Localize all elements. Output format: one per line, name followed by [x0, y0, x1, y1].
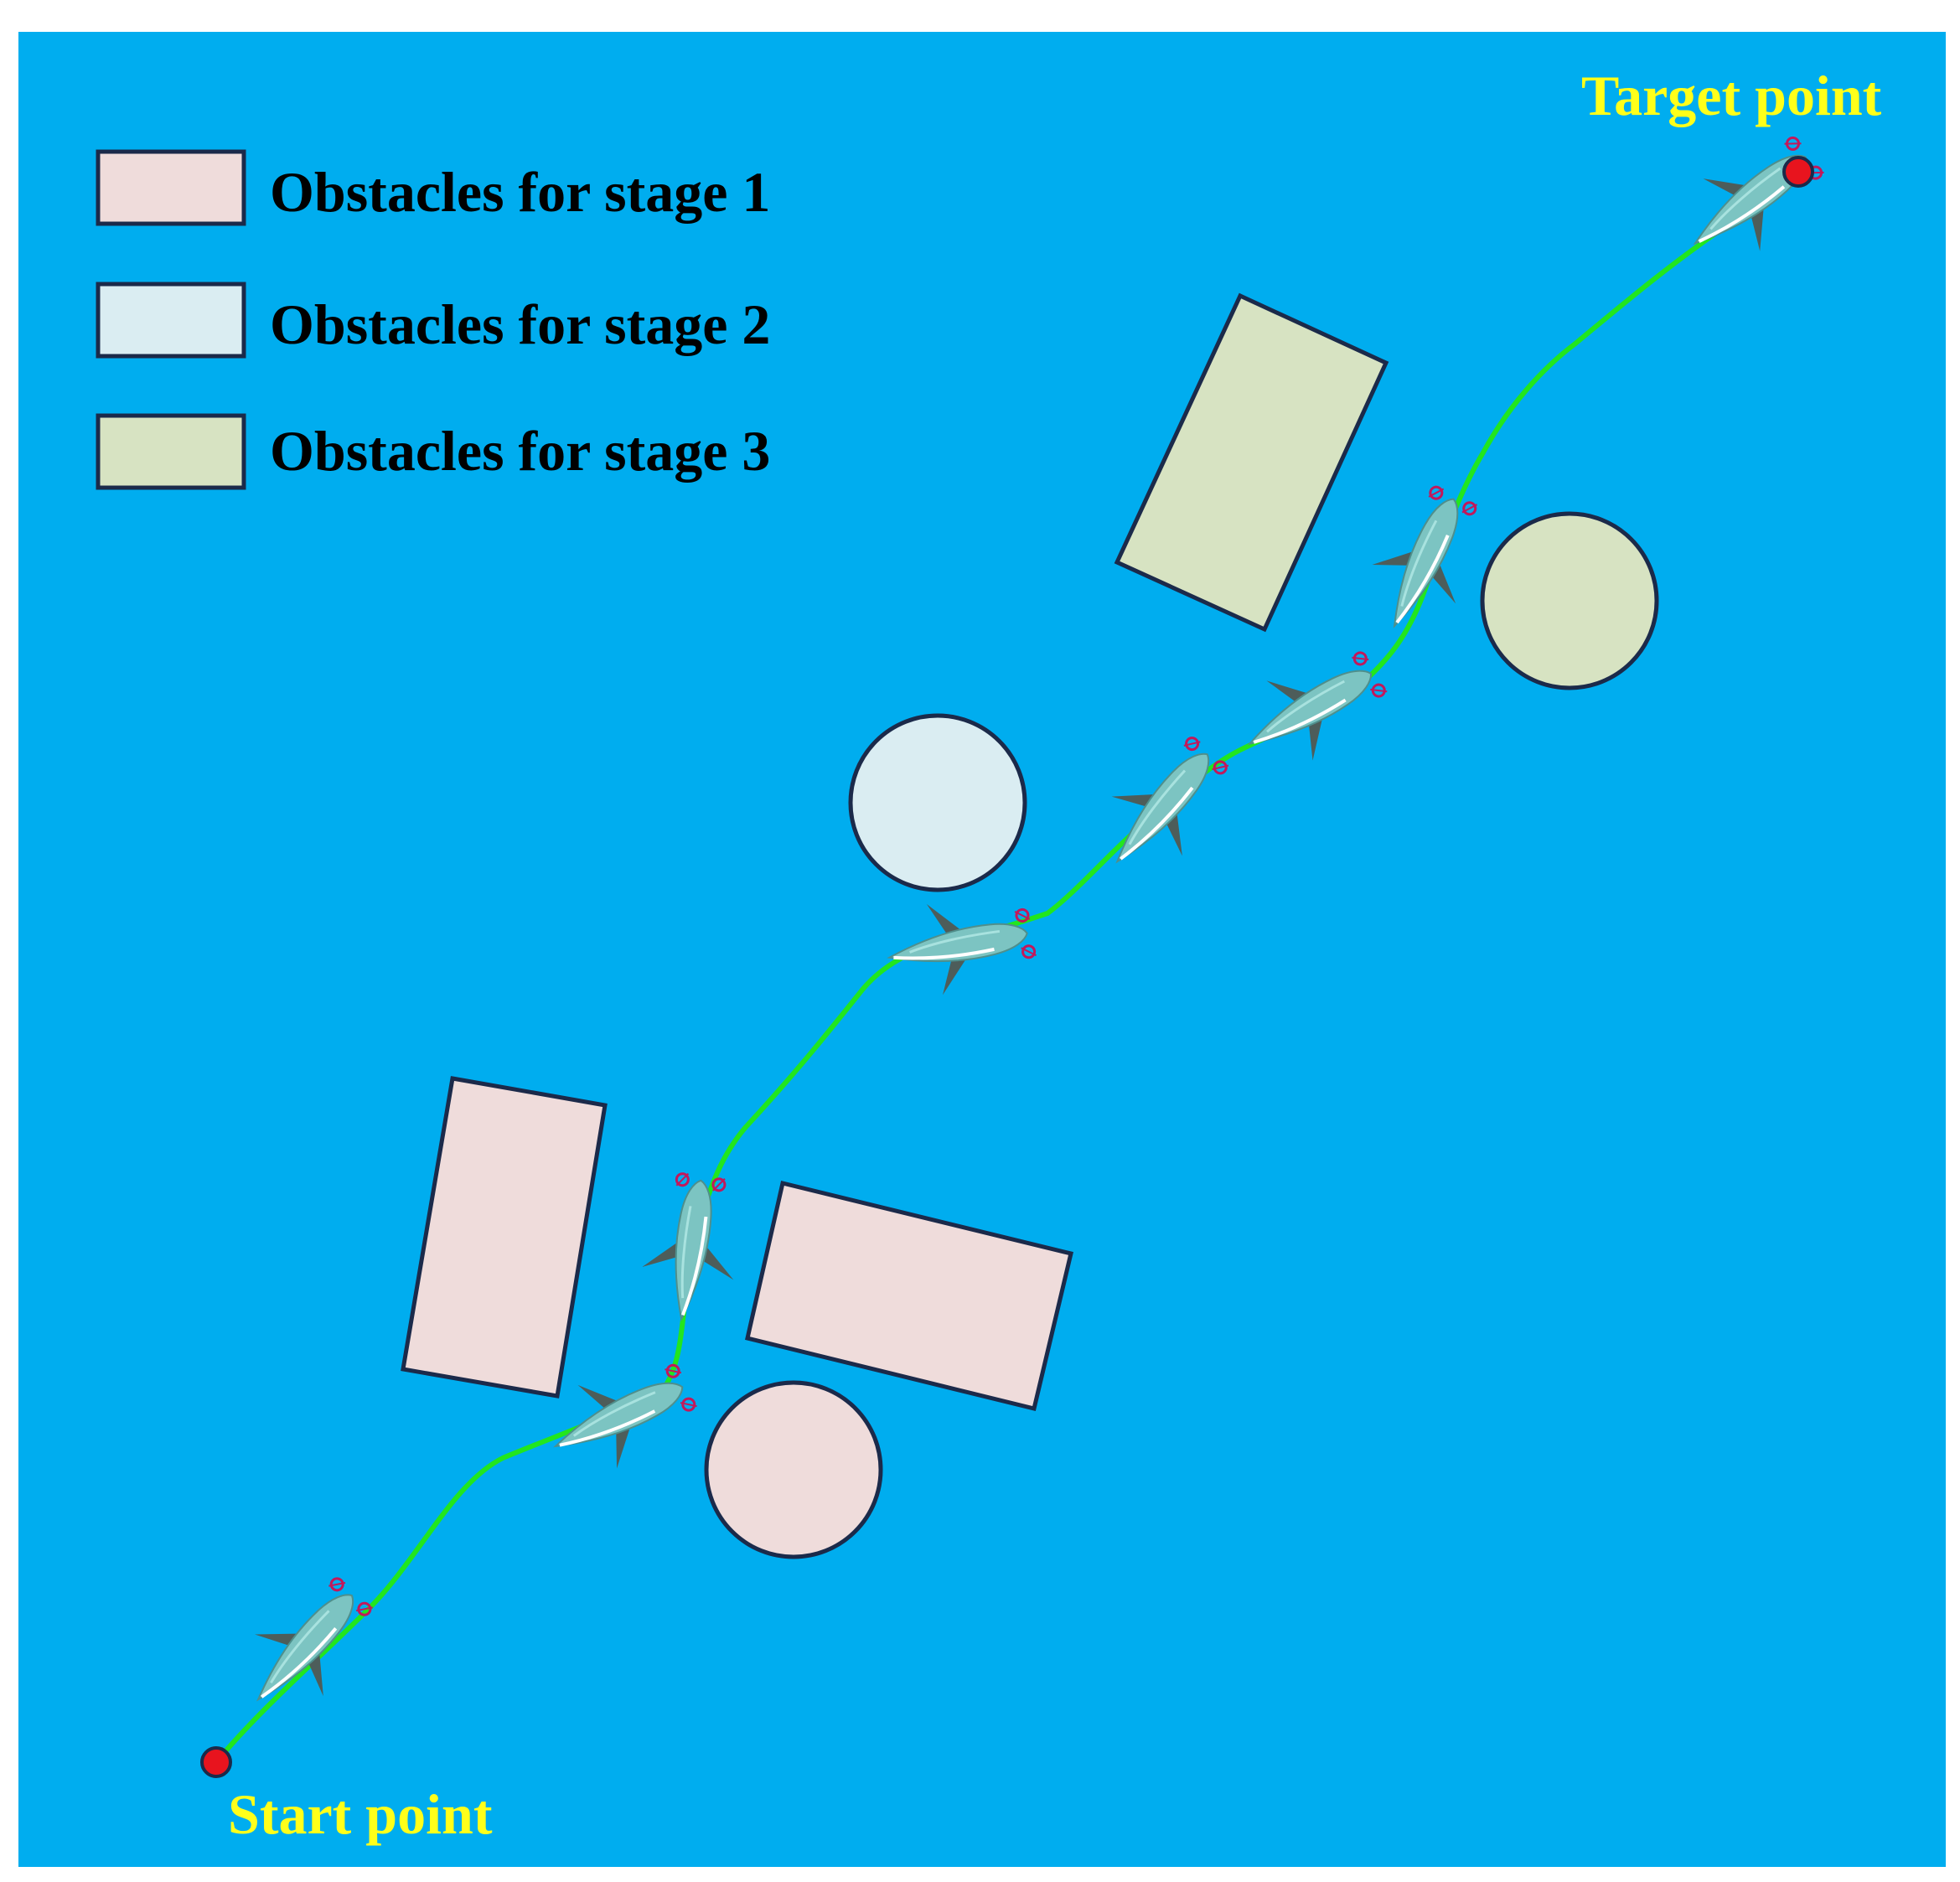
obstacles-stage-1	[401, 1076, 1074, 1559]
stage-3-rectangle	[1114, 292, 1389, 633]
trajectory-path	[214, 169, 1801, 1765]
red-dot-icon	[200, 1746, 232, 1778]
legend-item-stage-1: Obstacles for stage 1	[96, 149, 770, 226]
stage-3-circle	[1480, 511, 1659, 690]
legend-item-stage-3: Obstacles for stage 3	[96, 413, 770, 490]
legend-label-stage-3: Obstacles for stage 3	[270, 419, 770, 483]
target-marker: Target point	[1581, 64, 1882, 188]
legend: Obstacles for stage 1 Obstacles for stag…	[96, 149, 770, 490]
start-point-label: Start point	[228, 1782, 493, 1846]
legend-label-stage-2: Obstacles for stage 2	[270, 292, 770, 356]
legend-swatch-stage-2	[96, 282, 246, 359]
stage-1-circle	[704, 1380, 883, 1559]
red-dot-icon	[1782, 156, 1814, 188]
target-point-label: Target point	[1581, 64, 1882, 127]
legend-item-stage-2: Obstacles for stage 2	[96, 282, 770, 359]
stage-2-circle	[848, 713, 1027, 892]
legend-swatch-stage-1	[96, 149, 246, 226]
obstacles-stage-3	[1114, 292, 1659, 690]
legend-label-stage-1: Obstacles for stage 1	[270, 160, 770, 224]
stage-1-rectangle-tall	[401, 1076, 608, 1399]
stage-1-rectangle-wide	[745, 1180, 1074, 1412]
obstacles-stage-2	[848, 713, 1027, 892]
legend-swatch-stage-3	[96, 413, 246, 490]
start-marker: Start point	[200, 1746, 493, 1846]
